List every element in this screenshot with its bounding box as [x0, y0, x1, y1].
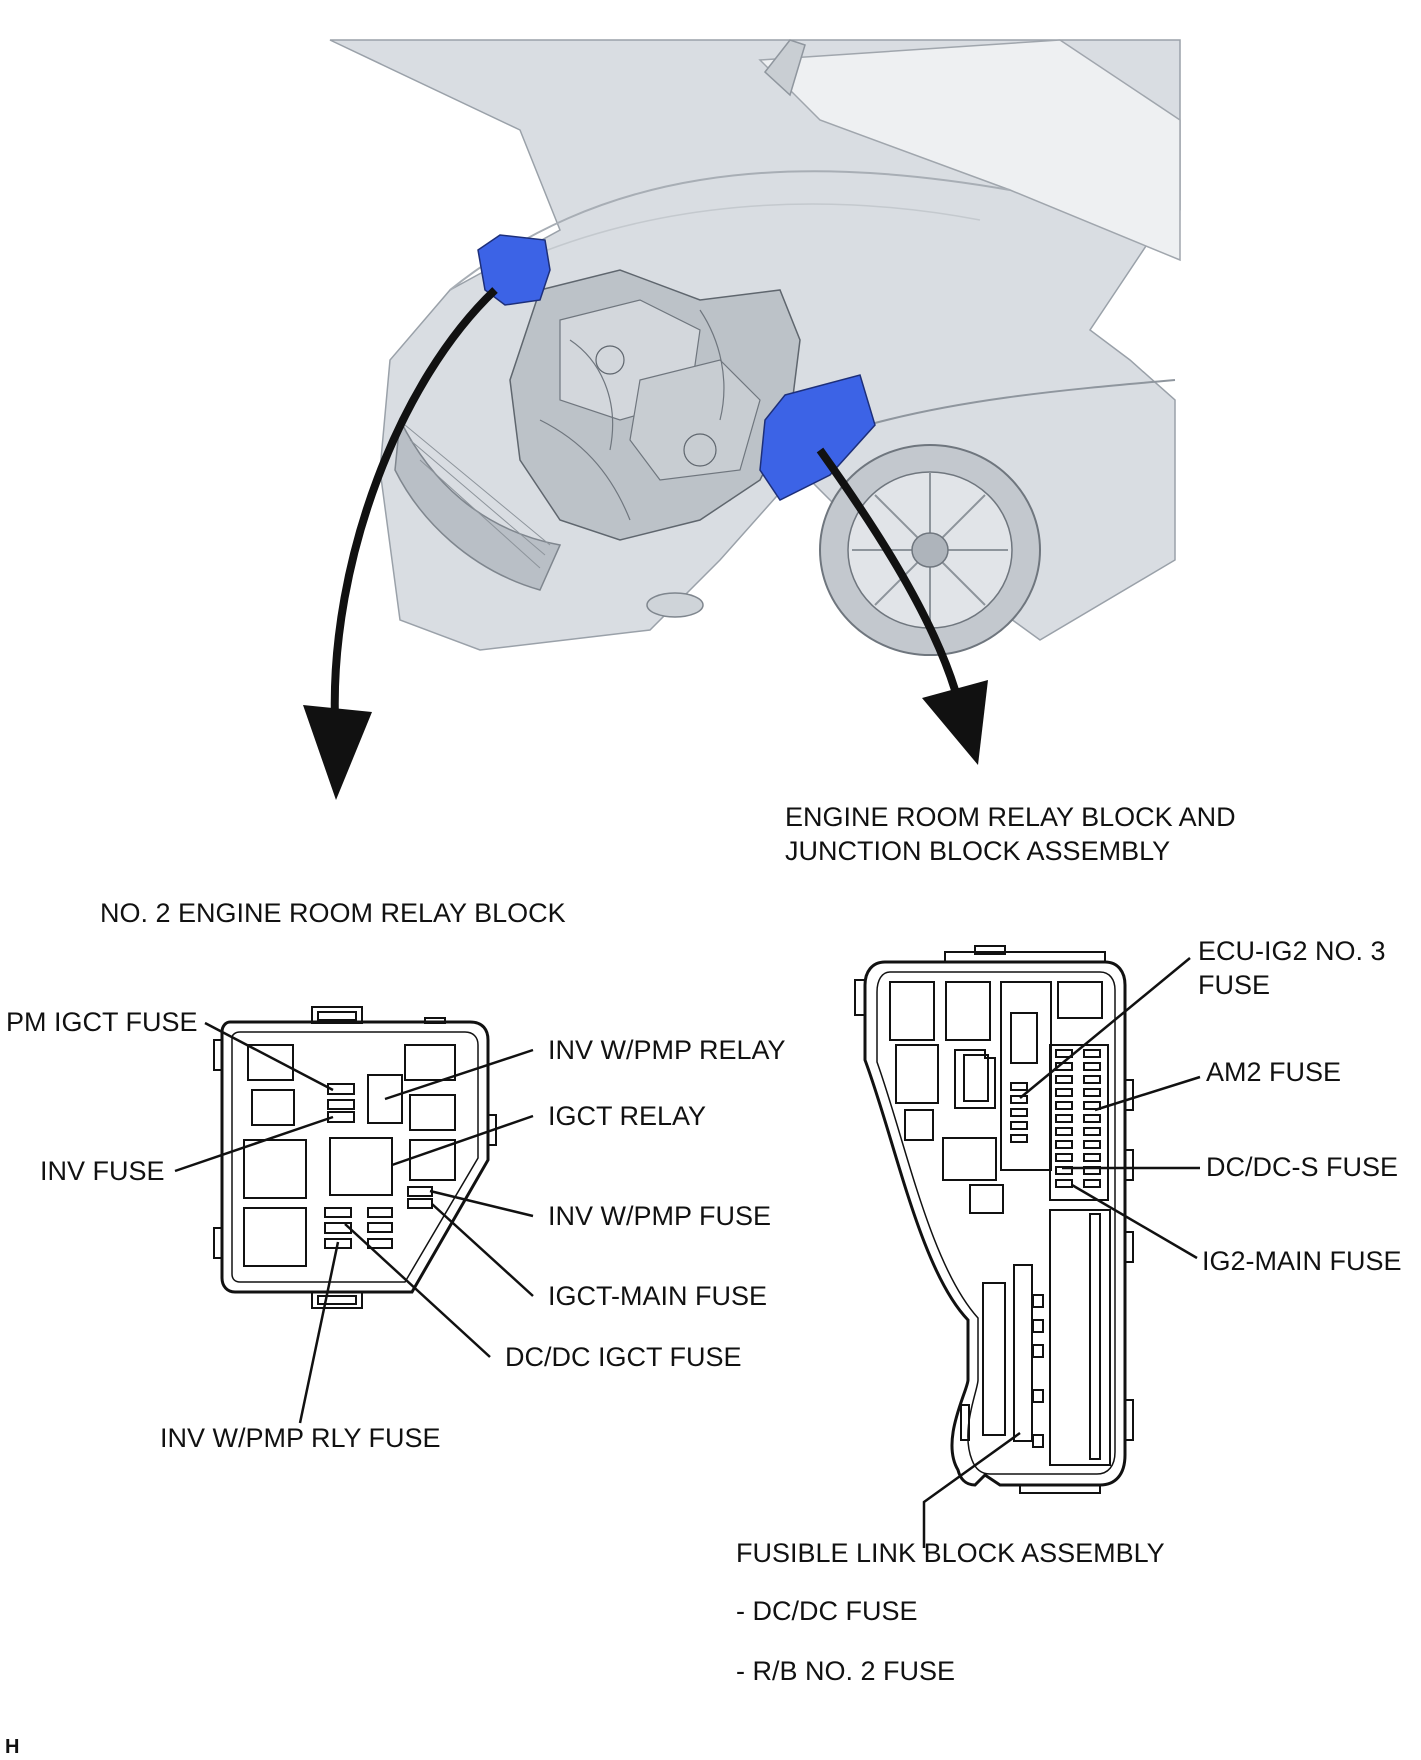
pm-igct-fuse-label: PM IGCT FUSE — [6, 1007, 198, 1037]
junction-block-title-line2: JUNCTION BLOCK ASSEMBLY — [785, 836, 1170, 866]
junction-block-title-line1: ENGINE ROOM RELAY BLOCK AND — [785, 802, 1236, 832]
fusible-link-item: - DC/DC FUSE — [736, 1596, 918, 1626]
vehicle-illustration — [329, 39, 1181, 656]
arrow-down-icon — [303, 705, 372, 800]
arrow-down-icon — [922, 680, 988, 765]
no2-relay-block — [213, 1006, 497, 1309]
junction-block — [854, 945, 1134, 1494]
am2-fuse-label: AM2 FUSE — [1206, 1057, 1341, 1087]
no2-leader-lines — [174, 1021, 534, 1424]
igct-main-fuse-label: IGCT-MAIN FUSE — [548, 1281, 767, 1311]
corner-mark: H — [5, 1736, 19, 1758]
ig2-main-fuse-label: IG2-MAIN FUSE — [1202, 1246, 1402, 1276]
ecu-ig2-no3-fuse-label-line2: FUSE — [1198, 970, 1270, 1000]
dcdc-s-fuse-label: DC/DC-S FUSE — [1206, 1152, 1398, 1182]
dcdc-igct-fuse-label: DC/DC IGCT FUSE — [505, 1342, 742, 1372]
inv-wpmp-fuse-label: INV W/PMP FUSE — [548, 1201, 771, 1231]
igct-relay-label: IGCT RELAY — [548, 1101, 706, 1131]
ecu-ig2-no3-fuse-label-line1: ECU-IG2 NO. 3 — [1198, 936, 1386, 966]
inv-wpmp-rly-fuse-label: INV W/PMP RLY FUSE — [160, 1423, 441, 1453]
fusible-link-item: - R/B NO. 2 FUSE — [736, 1656, 955, 1686]
inv-fuse-label: INV FUSE — [40, 1156, 165, 1186]
inv-wpmp-relay-label: INV W/PMP RELAY — [548, 1035, 786, 1065]
no2-block-title: NO. 2 ENGINE ROOM RELAY BLOCK — [100, 898, 566, 928]
junction-leader-lines — [922, 957, 1201, 1548]
fusible-link-block-title: FUSIBLE LINK BLOCK ASSEMBLY — [736, 1538, 1165, 1568]
callout-arrows — [303, 287, 988, 800]
junction-block-highlight — [759, 374, 876, 501]
